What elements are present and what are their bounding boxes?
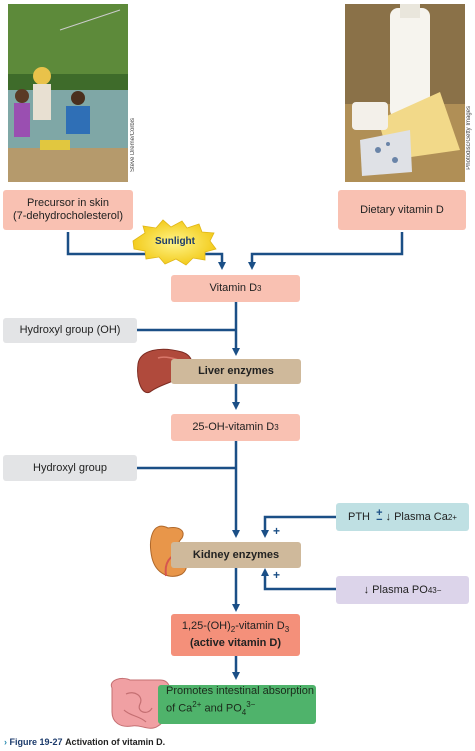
oh-vitamin-d3-sub: 3	[274, 423, 279, 432]
sunlight-label: Sunlight	[155, 236, 195, 247]
pth-label: PTH	[348, 510, 370, 523]
active-vitamin-d-line1: 1,25-(OH)2-vitamin D3	[182, 620, 289, 636]
caption-marker: ›	[4, 737, 7, 747]
hydroxyl-oh-box: Hydroxyl group (OH)	[3, 318, 137, 343]
intestinal-line2-sup2: 3−	[246, 700, 256, 709]
kidney-enzymes-label: Kidney enzymes	[192, 548, 280, 561]
pth-sign: +−	[376, 507, 383, 526]
dietary-vitamin-d-label: Dietary vitamin D	[360, 203, 444, 216]
caption-text: Activation of vitamin D.	[65, 737, 166, 747]
kidney-enzymes-box: Kidney enzymes	[171, 542, 301, 568]
active-vitamin-d-box: 1,25-(OH)2-vitamin D3 (active vitamin D)	[171, 614, 300, 656]
pth-plus-sign-arrow: +	[273, 524, 281, 538]
plasma-po4-sup: 3−	[432, 585, 442, 595]
hydroxyl-oh-label: Hydroxyl group (OH)	[19, 324, 121, 336]
active-line1-sub2: 3	[284, 625, 290, 635]
pth-plus-sign: +	[376, 507, 383, 519]
photo-credit-left: Steve Dreme/Corbis	[130, 118, 136, 173]
photo-dairy-foods	[345, 4, 465, 182]
intestinal-line1: Promotes intestinal absorption	[166, 685, 314, 697]
plasma-po4-sub: 4	[427, 585, 433, 595]
intestinal-line2-b: and PO	[201, 702, 242, 715]
plasma-po4-arrow: ↓	[363, 583, 370, 596]
intestinal-line2-sup: 2+	[192, 700, 202, 709]
photo-children-fishing	[8, 4, 128, 182]
active-line1-sub: 2	[230, 625, 236, 635]
photo-credit-right: Photodisc/Getty Images	[466, 106, 472, 170]
active-line1-a: 1,25-(OH)	[181, 620, 231, 633]
pth-plasma-label: Plasma Ca	[394, 510, 448, 523]
intestinal-line2-a: of Ca	[166, 702, 193, 715]
intestinal-absorption-box: Promotes intestinal absorption of Ca2+ a…	[158, 685, 316, 724]
dietary-vitamin-d-box: Dietary vitamin D	[338, 190, 466, 230]
plasma-po4-label: Plasma PO	[372, 583, 428, 596]
po4-plus-sign-arrow: +	[273, 568, 281, 582]
precursor-line1: Precursor in skin	[27, 197, 109, 209]
pth-plasma-sup: 2+	[447, 512, 457, 522]
pth-minus-sign: −	[376, 514, 383, 526]
precursor-box: Precursor in skin (7-dehydrocholesterol)	[3, 190, 133, 230]
precursor-line2: (7-dehydrocholesterol)	[12, 210, 124, 222]
sunlight-burst	[132, 219, 217, 266]
liver-enzymes-box: Liver enzymes	[171, 359, 301, 384]
hydroxyl-group-box: Hydroxyl group	[3, 455, 137, 481]
pth-arrow: ↓	[385, 510, 392, 523]
intestinal-line2-sub: 4	[241, 707, 247, 717]
oh-vitamin-d3-label: 25-OH-vitamin D	[192, 421, 275, 433]
liver-enzymes-label: Liver enzymes	[198, 365, 274, 377]
vitamin-d3-label: Vitamin D	[209, 282, 258, 294]
hydroxyl-group-label: Hydroxyl group	[33, 461, 107, 474]
figure-caption: › Figure 19-27 Activation of vitamin D.	[4, 737, 165, 747]
vitamin-d3-sub: 3	[257, 284, 262, 293]
caption-figure-number: Figure 19-27	[9, 737, 63, 747]
intestinal-line2: of Ca2+ and PO43−	[166, 698, 255, 719]
active-line1-b: -vitamin D	[235, 620, 285, 633]
active-vitamin-d-line2: (active vitamin D)	[189, 636, 282, 649]
